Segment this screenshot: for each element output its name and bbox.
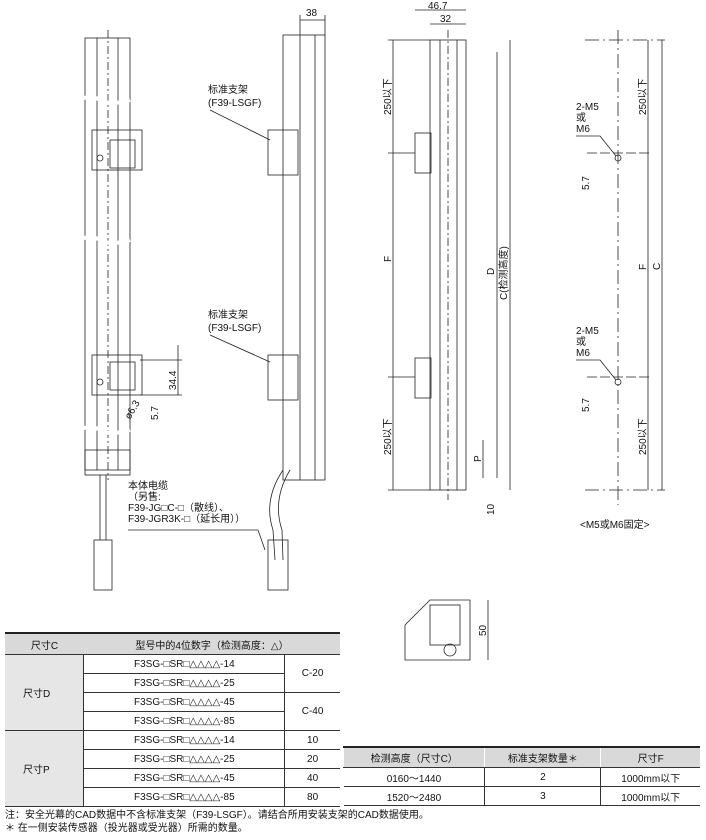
dim-5-7: 5.7 — [581, 176, 592, 190]
group-label: 尺寸D — [5, 654, 85, 731]
value-cell: 10 — [284, 730, 340, 750]
dim-250-below: 250以下 — [638, 78, 649, 115]
hole-label: 或 — [576, 112, 586, 124]
dim-C: C — [652, 263, 663, 270]
group-label: 尺寸P — [5, 730, 85, 807]
model-cell: F3SG-□SR□△△△△-45 — [83, 768, 285, 788]
header-bracket-count: 标准支架数量＊ — [484, 746, 601, 768]
dim-P: P — [473, 455, 484, 462]
value-cell: 80 — [284, 787, 340, 807]
bracket-label: 标准支架 — [208, 309, 248, 321]
dim-250-below: 250以下 — [638, 418, 649, 455]
cable-label: 本体电缆 — [128, 479, 168, 492]
model-cell: F3SG-□SR□△△△△-25 — [83, 673, 285, 693]
model-cell: F3SG-□SR□△△△△-14 — [83, 654, 285, 674]
header-dim-f: 尺寸F — [600, 746, 700, 768]
note-asterisk: ＊ 在一侧安装传感器（投光器或受光器）所需的数量。 — [5, 823, 248, 834]
cell: 2 — [484, 767, 601, 787]
cable-label: F39-JGR3K-□（延长用）） — [128, 513, 245, 525]
hole-label: 2-M5 — [576, 102, 599, 113]
dim-phi-6-3: ø6.3 — [123, 398, 143, 421]
side-view: 38 标准支架 (F39-LSGF) 标准支架 (F39-LSGF) 本体电缆 … — [128, 8, 326, 591]
bottom-view: 50 — [404, 599, 489, 661]
note-cad: 注：安全光幕的CAD数据中不含标准支架（F39-LSGF）。请结合所用安装支架的… — [5, 810, 429, 821]
hole-label: M6 — [576, 124, 590, 135]
cell: 1000mm以下 — [600, 767, 700, 787]
value-cell: 40 — [284, 768, 340, 788]
cell: 0160～1440 — [343, 767, 485, 787]
dim-F: F — [383, 256, 394, 262]
value-cell: C-40 — [284, 692, 340, 731]
dim-5-7: 5.7 — [581, 398, 592, 412]
header-model-digits: 型号中的4位数字（检测高度：△） — [83, 632, 340, 655]
cell: 3 — [484, 786, 601, 806]
rear-view: 46.7 32 250以下 F 250以下 D C(检测高度) P 10 — [383, 1, 511, 515]
value-cell: C-20 — [284, 654, 340, 693]
mounting-hole-view: 250以下 F C 250以下 2-M5 或 M6 2-M5 或 M6 5.7 … — [576, 30, 665, 531]
header-detect-height: 检测高度（尺寸C） — [342, 746, 485, 768]
bracket-model: (F39-LSGF) — [208, 98, 261, 109]
cable-label: F39-JG□C-□（散线）、 — [128, 501, 229, 514]
dim-250-below: 250以下 — [383, 418, 394, 455]
bracket-model: (F39-LSGF) — [208, 323, 261, 334]
hole-label: 2-M5 — [576, 326, 599, 337]
model-cell: F3SG-□SR□△△△△-85 — [83, 711, 285, 731]
dim-5-7: 5.7 — [150, 406, 161, 420]
dim-10: 10 — [486, 503, 497, 515]
dim-C-detect: C(检测高度) — [497, 246, 510, 300]
cell: 1000mm以下 — [600, 786, 700, 806]
bracket-label: 标准支架 — [208, 84, 248, 96]
model-cell: F3SG-□SR□△△△△-14 — [83, 730, 285, 750]
cable-label: （另售: — [128, 490, 161, 503]
dim-34-4: 34.4 — [168, 370, 179, 390]
dim-D: D — [486, 268, 497, 275]
dim-50: 50 — [478, 624, 489, 636]
dim-32: 32 — [440, 14, 452, 25]
model-cell: F3SG-□SR□△△△△-45 — [83, 692, 285, 712]
value-cell: 20 — [284, 749, 340, 769]
model-cell: F3SG-□SR□△△△△-25 — [83, 749, 285, 769]
header-dim-c: 尺寸C — [5, 632, 84, 655]
hole-label: M6 — [576, 348, 590, 359]
mount-caption: <M5或M6固定> — [580, 518, 650, 531]
dim-38: 38 — [306, 8, 318, 19]
hole-label: 或 — [576, 336, 586, 348]
front-view: 34.4 ø6.3 5.7 — [78, 30, 182, 591]
notes: 注：安全光幕的CAD数据中不含标准支架（F39-LSGF）。请结合所用安装支架的… — [5, 809, 429, 835]
dim-F: F — [638, 264, 649, 270]
cell: 1520～2480 — [343, 786, 485, 806]
dim-250-below: 250以下 — [383, 78, 394, 115]
dim-46-7: 46.7 — [428, 1, 448, 12]
model-cell: F3SG-□SR□△△△△-85 — [83, 787, 285, 807]
